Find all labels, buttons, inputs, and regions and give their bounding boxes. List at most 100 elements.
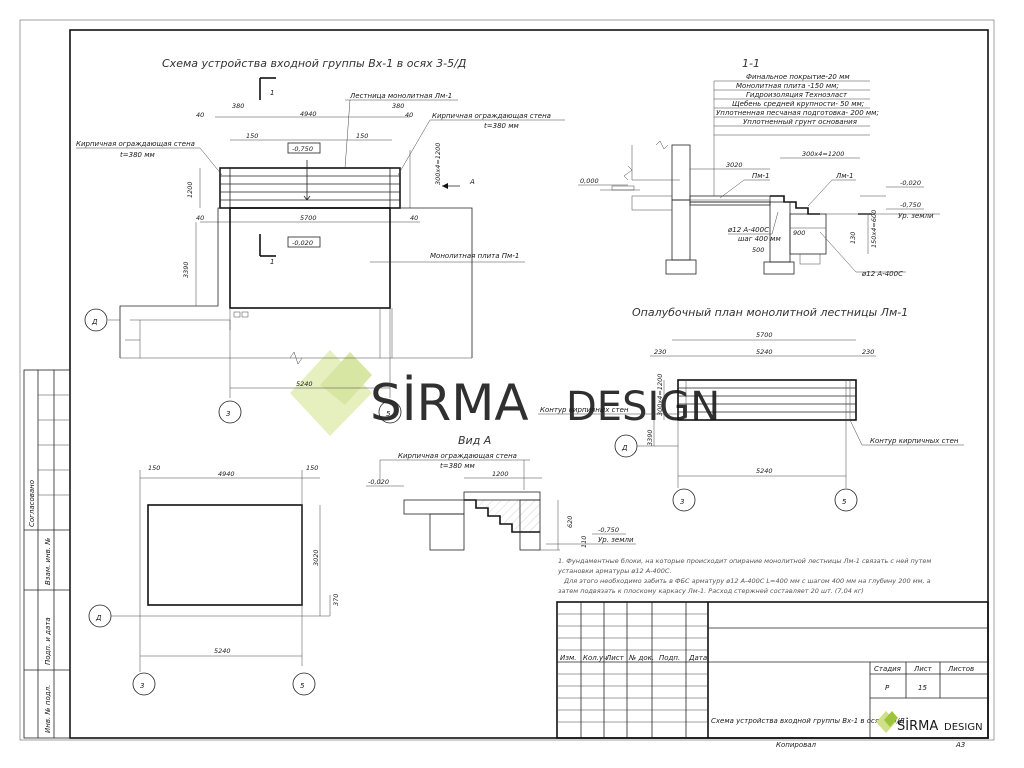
title-section: 1-1: [742, 57, 760, 70]
logo-text-b: DESIGN: [944, 722, 983, 733]
svg-text:300х4=1200: 300х4=1200: [656, 374, 664, 416]
title-formwork: Опалубочный план монолитной лестницы Лм-…: [632, 306, 908, 319]
svg-text:230: 230: [862, 348, 874, 356]
plan-wall-label-l: Кирпичная ограждающая стена: [76, 140, 195, 148]
slab-plan-rect: [147, 504, 303, 606]
plan-entrance: Схема устройства входной группы Вх-1 в о…: [76, 57, 565, 424]
svg-text:3390: 3390: [182, 261, 190, 278]
svg-text:380: 380: [392, 102, 404, 110]
svg-text:5700: 5700: [756, 331, 773, 339]
plan-wall-label-r: Кирпичная ограждающая стена: [432, 112, 551, 120]
stamp-sheet-h: Лист: [913, 665, 933, 673]
section-rebar1: ø12 А-400С: [727, 226, 769, 234]
plan-slab-label: Монолитная плита Пм-1: [430, 252, 519, 260]
svg-text:110: 110: [580, 536, 588, 548]
axis-5-bubble: [378, 400, 402, 424]
svg-text:1200: 1200: [186, 181, 194, 198]
slab-axis-5: [292, 672, 316, 696]
svg-text:А: А: [469, 178, 475, 186]
logo-text-a: SİRMA: [897, 718, 938, 734]
view-wall-label: Кирпичная ограждающая стена: [398, 452, 517, 460]
note-line-4: затем подвязать к плоскому каркасу Лм-1.…: [558, 587, 864, 595]
svg-text:Д: Д: [95, 614, 102, 622]
svg-text:150: 150: [356, 132, 368, 140]
svg-text:5700: 5700: [300, 214, 317, 222]
stamp-format: А3: [955, 741, 965, 749]
svg-text:150: 150: [306, 464, 318, 472]
svg-text:Д: Д: [621, 444, 628, 452]
svg-text:3: 3: [680, 498, 684, 506]
svg-text:3020: 3020: [312, 549, 320, 566]
stamp-h-1: Кол.уч: [583, 654, 607, 662]
stamp-logo: SİRMA DESIGN: [876, 711, 983, 734]
svg-text:500: 500: [752, 246, 764, 254]
plan-level-0750: -0,750: [292, 145, 313, 153]
svg-text:1200: 1200: [492, 470, 509, 478]
svg-text:5240: 5240: [214, 647, 231, 655]
side-strip: Согласовано Взам. инв. № Подп. и дата Ин…: [23, 369, 71, 739]
svg-text:3: 3: [226, 410, 230, 418]
svg-text:380: 380: [232, 102, 244, 110]
formwork-axis-5: [834, 488, 858, 512]
slab-plan: 150 4940 150 3020 370 Д 5240 3 5: [88, 464, 340, 696]
svg-text:40: 40: [405, 111, 413, 119]
svg-text:t=380 мм: t=380 мм: [120, 151, 155, 159]
title-main: Схема устройства входной группы Вх-1 в о…: [162, 57, 467, 70]
inner-frame: [69, 29, 989, 739]
note-line-3: Для этого необходимо забить в ФБС армату…: [563, 577, 931, 585]
svg-text:5240: 5240: [296, 380, 313, 388]
svg-text:3020: 3020: [726, 161, 743, 169]
svg-text:t=380 мм: t=380 мм: [484, 122, 519, 130]
plan-stair-label: Лестница монолитная Лм-1: [349, 92, 452, 100]
layer-5: Уплотненный грунт основания: [743, 118, 857, 126]
svg-text:230: 230: [654, 348, 666, 356]
svg-text:5240: 5240: [756, 467, 773, 475]
title-block: Изм. Кол.уч Лист № док. Подп. Дата Стади…: [556, 601, 989, 749]
slab-axis-3: [132, 672, 156, 696]
formwork-axis-3: [672, 488, 696, 512]
stamp-sheet: 15: [918, 684, 927, 692]
layer-callout: Финальное покрытие-20 мм Монолитная плит…: [713, 73, 879, 196]
watermark-text-a: SİRMA: [370, 374, 529, 432]
section-level-0750: -0,750: [900, 201, 921, 209]
layer-4: Уплотненная песчаная подготовка- 200 мм;: [716, 109, 879, 117]
title-view-a: Вид А: [458, 434, 491, 447]
svg-text:900: 900: [793, 229, 805, 237]
stamp-desc: Схема устройства входной группы Вх-1 в о…: [711, 717, 905, 725]
svg-text:150х4=600: 150х4=600: [870, 210, 878, 248]
view-ground: Ур. земли: [598, 536, 634, 544]
svg-text:t=380 мм: t=380 мм: [440, 462, 475, 470]
svg-text:3: 3: [140, 682, 144, 690]
stamp-h-2: Лист: [605, 654, 625, 662]
stamp-copied: Копировал: [776, 741, 817, 749]
svg-text:1: 1: [270, 89, 274, 97]
outer-frame: [19, 19, 995, 741]
section-level-0020: -0,020: [900, 179, 921, 187]
formwork-contour-r: Контур кирпичных стен: [870, 437, 959, 445]
layer-3: Щебень средней крупности- 50 мм;: [732, 100, 864, 108]
section-1-1: 1-1 Финальное покрытие-20 мм Монолитная …: [578, 57, 940, 278]
layer-0: Финальное покрытие-20 мм: [746, 73, 850, 81]
view-level-0020: -0,020: [368, 478, 389, 486]
note-line-1: 1. Фундаментные блоки, на которые происх…: [558, 557, 931, 565]
side-sign-date: Подп. и дата: [44, 617, 52, 665]
svg-text:40: 40: [196, 214, 204, 222]
svg-text:370: 370: [332, 594, 340, 606]
note-line-2: установки арматуры ø12 А-400С.: [557, 567, 672, 575]
section-ground: Ур. земли: [898, 212, 934, 220]
stamp-h-3: № док.: [628, 654, 654, 662]
svg-text:150: 150: [148, 464, 160, 472]
svg-text:5240: 5240: [756, 348, 773, 356]
section-rebar2: ø12 А-400С: [861, 270, 903, 278]
axis-3-bubble: [218, 400, 242, 424]
formwork-stair: [677, 379, 857, 421]
stamp-stage: Р: [885, 684, 890, 692]
plan-stair: [219, 167, 401, 209]
stamp-stage-h: Стадия: [874, 665, 901, 673]
axis-d-bubble: [84, 308, 108, 332]
stamp-h-4: Подп.: [659, 654, 680, 662]
side-inv-orig: Инв. № подл.: [44, 685, 52, 733]
svg-text:40: 40: [196, 111, 204, 119]
svg-text:3390: 3390: [646, 429, 654, 446]
stamp-sheets-h: Листов: [947, 665, 974, 673]
